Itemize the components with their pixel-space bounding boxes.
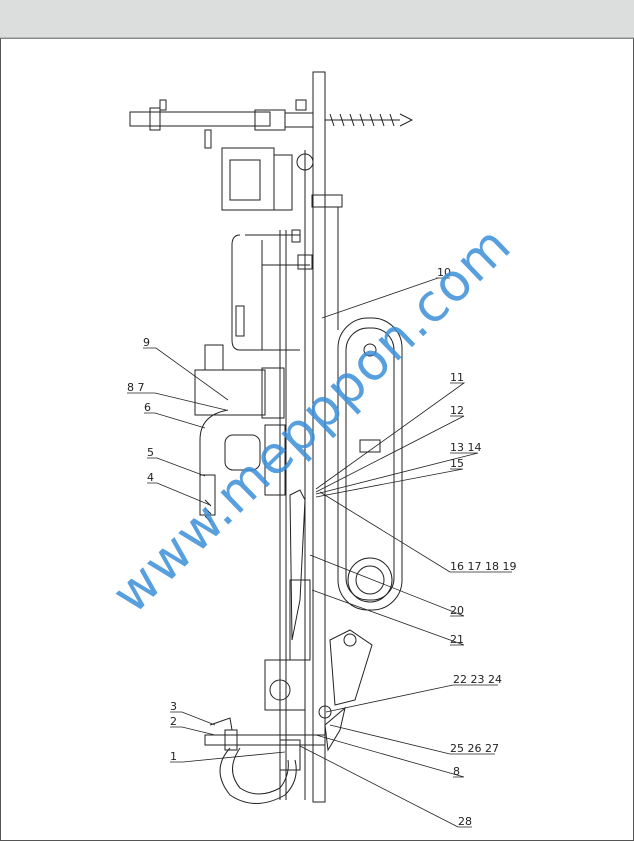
leader-lines	[127, 277, 512, 828]
callout-20: 20	[450, 604, 464, 617]
callout-8-7: 8 7	[127, 381, 145, 394]
callout-4: 4	[147, 471, 154, 484]
callout-8: 8	[453, 765, 460, 778]
callout-3: 3	[170, 700, 177, 713]
callout-13-14: 13 14	[450, 441, 482, 454]
callout-2: 2	[170, 715, 177, 728]
drive-motor	[194, 344, 286, 523]
callout-1: 1	[170, 750, 177, 763]
mast	[279, 71, 343, 803]
callout-5: 5	[147, 446, 154, 459]
callout-28: 28	[458, 815, 472, 828]
callout-12: 12	[450, 404, 464, 417]
callout-21: 21	[450, 633, 464, 646]
lower-assembly	[204, 489, 373, 804]
callout-11: 11	[450, 371, 464, 384]
callout-16-19: 16 17 18 19	[450, 560, 516, 573]
rotary-head	[221, 147, 314, 211]
callout-25-27: 25 26 27	[450, 742, 499, 755]
callout-15: 15	[450, 457, 464, 470]
callout-9: 9	[143, 336, 150, 349]
callout-6: 6	[144, 401, 151, 414]
auger-assembly	[129, 99, 414, 149]
callout-10: 10	[437, 266, 451, 279]
crawler-track	[337, 317, 403, 611]
callout-22-24: 22 23 24	[453, 673, 502, 686]
frame-rails	[231, 229, 313, 351]
